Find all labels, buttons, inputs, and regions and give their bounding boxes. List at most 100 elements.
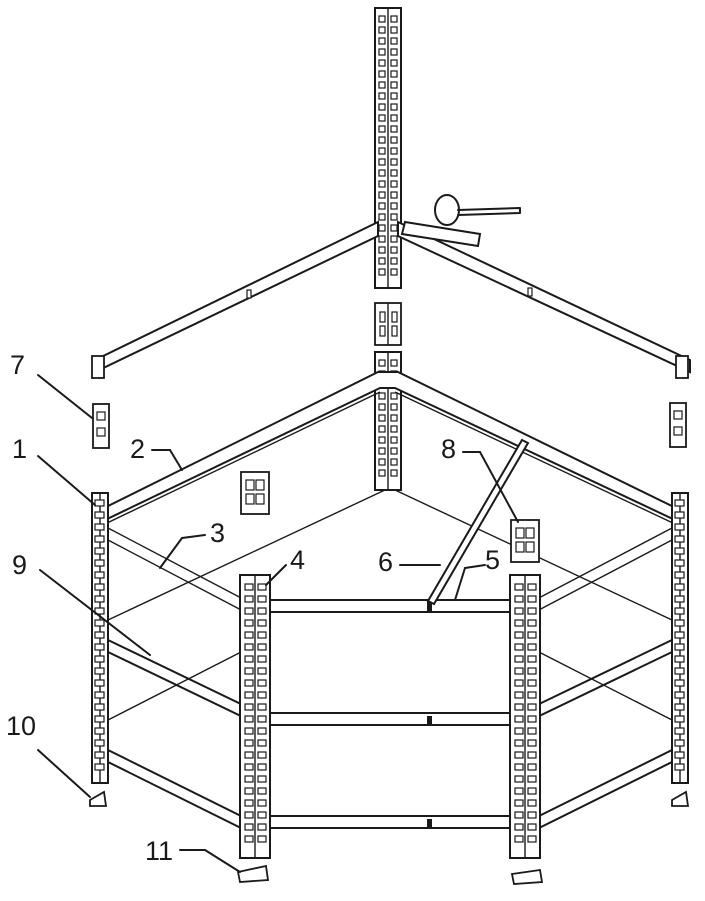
upright-post-right (671, 492, 689, 784)
post-slot (527, 679, 537, 687)
post-slot (378, 158, 386, 166)
leader-lines (37, 374, 519, 873)
post-slot (378, 246, 386, 254)
post-slot (244, 655, 254, 663)
post-slot (390, 403, 398, 411)
post-slot (378, 92, 386, 100)
post-slot (378, 447, 386, 455)
post-slot (390, 268, 398, 276)
post-slot (527, 703, 537, 711)
post-slot (514, 799, 524, 807)
post-slot (244, 787, 254, 795)
post-slot (378, 359, 386, 367)
post-slot (94, 667, 105, 675)
post-slot (674, 727, 685, 735)
callout-6: 6 (378, 547, 394, 577)
post-slot (378, 125, 386, 133)
connector-plate-8 (510, 519, 540, 563)
post-slot (257, 715, 267, 723)
top-upright-post (374, 7, 402, 289)
post-slot (257, 823, 267, 831)
post-slot (527, 619, 537, 627)
connector-plate-left (92, 403, 110, 449)
post-slot (94, 499, 105, 507)
post-slot (244, 619, 254, 627)
post-slot (514, 763, 524, 771)
callout-10: 10 (6, 711, 37, 741)
post-slot (527, 751, 537, 759)
post-slot (390, 202, 398, 210)
post-slot (514, 631, 524, 639)
post-slot (514, 811, 524, 819)
post-slot (514, 691, 524, 699)
post-slot (94, 559, 105, 567)
post-slot (244, 679, 254, 687)
post-slot (378, 26, 386, 34)
post-slot (378, 425, 386, 433)
post-slot (94, 763, 105, 771)
post-slot (514, 715, 524, 723)
post-slot (257, 631, 267, 639)
post-slot (244, 835, 254, 843)
callout-2: 2 (130, 434, 146, 464)
post-slot (94, 607, 105, 615)
post-slot (390, 425, 398, 433)
post-slot (257, 835, 267, 843)
post-slot (94, 619, 105, 627)
post-slot (378, 180, 386, 188)
post-slot (378, 469, 386, 477)
post-slot (390, 235, 398, 243)
post-slot (527, 775, 537, 783)
post-slot (94, 715, 105, 723)
post-slot (378, 191, 386, 199)
post-slot (390, 224, 398, 232)
post-slot (257, 643, 267, 651)
post-slot (94, 691, 105, 699)
post-slot (527, 595, 537, 603)
post-slot (257, 775, 267, 783)
post-slot (674, 643, 685, 651)
post-slot (257, 583, 267, 591)
post-slot (390, 158, 398, 166)
post-slot (514, 775, 524, 783)
post-slot (674, 535, 685, 543)
post-slot (674, 667, 685, 675)
post-slot (390, 191, 398, 199)
post-slot (244, 811, 254, 819)
post-slot (257, 811, 267, 819)
post-slot (257, 595, 267, 603)
post-slot (94, 703, 105, 711)
post-slot (94, 595, 105, 603)
post-slot (244, 691, 254, 699)
post-slot (378, 59, 386, 67)
post-slot (674, 655, 685, 663)
post-slot (378, 136, 386, 144)
post-slot (674, 571, 685, 579)
post-slot (390, 458, 398, 466)
post-slot (94, 727, 105, 735)
post-slot (378, 458, 386, 466)
upright-post-left (91, 492, 109, 784)
post-slot (674, 523, 685, 531)
front-beam-top (267, 599, 513, 613)
post-slot (527, 739, 537, 747)
post-slot (514, 727, 524, 735)
post-slot (244, 583, 254, 591)
connector-plate-right (669, 402, 687, 448)
post-slot (94, 511, 105, 519)
post-slot (674, 511, 685, 519)
post-slot (257, 763, 267, 771)
post-slot (527, 835, 537, 843)
post-slot (390, 414, 398, 422)
post-slot (514, 703, 524, 711)
post-slot (390, 70, 398, 78)
post-slot (514, 679, 524, 687)
post-slot (390, 114, 398, 122)
post-slot (94, 655, 105, 663)
post-slot (257, 787, 267, 795)
post-slot (674, 547, 685, 555)
post-slot (527, 763, 537, 771)
upright-post-front-left (239, 574, 271, 859)
callout-5: 5 (485, 545, 501, 575)
